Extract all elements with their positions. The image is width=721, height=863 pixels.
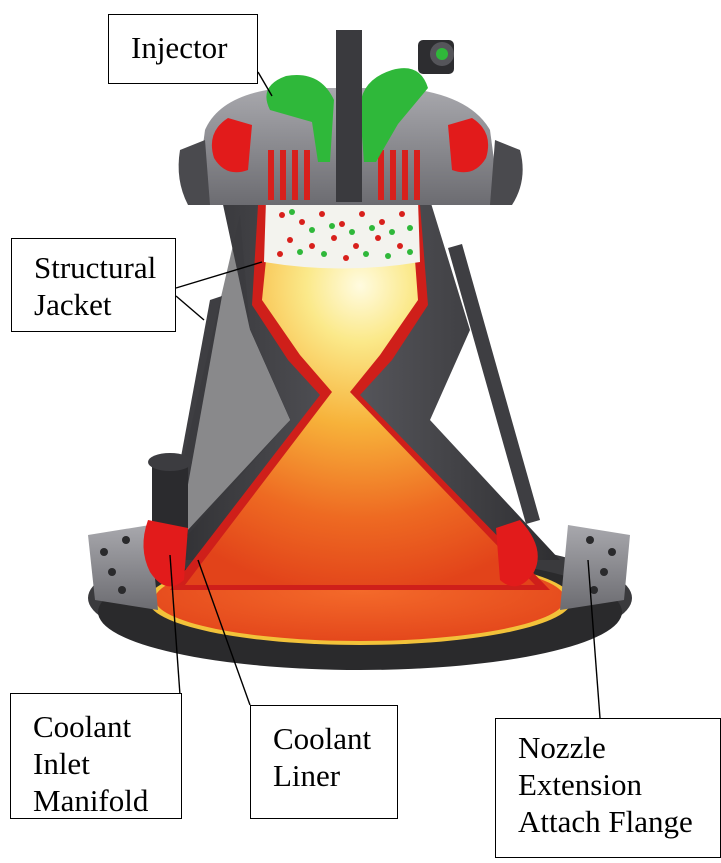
label-flange-line3: Attach Flange [518,803,710,840]
label-coolant-inlet-manifold: Coolant Inlet Manifold [10,693,182,819]
injector-spray [264,200,420,269]
label-coolant-liner-line1: Coolant [273,720,387,757]
label-coolant-liner-line2: Liner [273,757,387,794]
label-coolant-inlet-line3: Manifold [33,782,171,819]
label-structural-jacket-line2: Jacket [34,286,165,323]
label-flange-line1: Nozzle [518,729,710,766]
label-structural-jacket: Structural Jacket [11,238,176,332]
label-injector: Injector [108,14,258,84]
label-structural-jacket-line1: Structural [34,249,165,286]
label-coolant-liner: Coolant Liner [250,705,398,819]
label-nozzle-extension-attach-flange: Nozzle Extension Attach Flange [495,718,721,858]
label-coolant-inlet-line1: Coolant [33,708,171,745]
label-flange-line2: Extension [518,766,710,803]
label-injector-text: Injector [131,29,247,66]
label-coolant-inlet-line2: Inlet [33,745,171,782]
